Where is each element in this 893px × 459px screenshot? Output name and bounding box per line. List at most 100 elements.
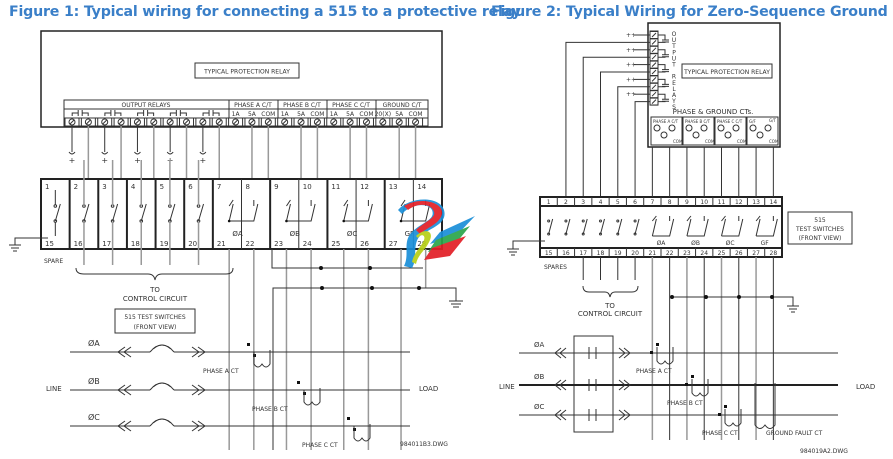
screw-icon — [362, 118, 370, 126]
phase-label: ØB — [88, 376, 100, 386]
terminal-screw — [326, 117, 342, 127]
switch-contact — [581, 219, 585, 223]
terminal-number: 10 — [700, 199, 708, 206]
fig2-line-label: LINE — [499, 383, 515, 391]
screw-icon — [264, 118, 272, 126]
screw-icon — [395, 118, 403, 126]
phase-label: ØC — [534, 403, 545, 411]
terminal-number: 26 — [735, 250, 743, 257]
shorting-switch-icon — [651, 215, 675, 237]
fig1-control-circuit-brace — [75, 267, 234, 281]
relay-contact-icon — [658, 93, 669, 103]
output-wire — [634, 101, 650, 197]
ground-icon — [9, 244, 21, 252]
fig2-ct-section-label: PHASE & GROUND CTs. — [673, 108, 754, 116]
ct-terminal-label: 5A — [395, 111, 404, 118]
ct-com-label: COM — [705, 139, 715, 144]
terminal-screw — [375, 117, 391, 127]
ct-group-label: G/T — [769, 118, 776, 123]
screw-icon — [685, 124, 693, 132]
vertical-letter: T — [671, 43, 676, 50]
fig2-test-switch-label: 515 — [814, 217, 826, 224]
terminal-number: 13 — [389, 183, 398, 191]
ct-terminal-label: COM — [409, 111, 423, 118]
screw-icon — [732, 124, 740, 132]
relay-contact-icon — [202, 110, 220, 116]
ct-terminal-label: 1A — [330, 111, 339, 118]
output-wire — [600, 71, 650, 197]
switch-contact — [616, 219, 620, 223]
ct-coil-icon — [656, 347, 674, 365]
ct-polarity-mark — [247, 343, 250, 346]
relay-contact-icon — [104, 110, 122, 116]
breaker-contact-icon — [588, 409, 597, 421]
fig1-drawing-number: 984011B3.DWG — [400, 441, 448, 448]
screw-icon — [150, 118, 158, 126]
terminal-screw — [277, 117, 293, 127]
terminal-number: 25 — [718, 250, 726, 257]
ct-polarity-mark — [650, 351, 653, 354]
ct-com-label: COM — [673, 139, 683, 144]
ct-polarity-mark — [347, 417, 350, 420]
figure-1-title: Figure 1: Typical wiring for connecting … — [9, 4, 521, 20]
ground-icon — [449, 300, 463, 308]
polarity-label: ++ — [626, 91, 636, 98]
terminal-number: 17 — [102, 240, 111, 248]
ct-terminal-block — [746, 116, 779, 146]
screw-icon — [412, 118, 420, 126]
phase-label: ØC — [88, 412, 100, 422]
screw-icon — [297, 118, 305, 126]
vertical-letter: T — [671, 62, 676, 69]
figure-2-diagram: TYPICAL PROTECTION RELAY ++++++++++ PHAS… — [499, 22, 875, 455]
disconnect-icon — [554, 347, 567, 359]
fig1-ct-group-label: PHASE B C/T — [283, 102, 321, 109]
terminal-number: 22 — [246, 240, 255, 248]
terminal-number: 19 — [160, 240, 169, 248]
fig2-relay-label-box — [681, 63, 773, 79]
ct-terminal-block — [714, 116, 747, 146]
switch-phase-label: GF — [761, 240, 770, 247]
fig1-load-label: LOAD — [419, 385, 438, 393]
relay-contact-icon — [71, 110, 89, 116]
switch-phase-label: ØB — [691, 240, 700, 247]
shorting-switch-icon — [755, 215, 778, 237]
polarity-label: ++ — [626, 47, 636, 54]
screw-icon — [68, 118, 76, 126]
terminal-number: 15 — [545, 250, 553, 257]
screw-icon — [232, 118, 240, 126]
disconnect-icon — [191, 346, 206, 358]
ct-polarity-mark — [724, 405, 727, 408]
phase-label: ØB — [534, 373, 545, 381]
phase-label: ØA — [534, 341, 545, 349]
vertical-letter: E — [672, 80, 676, 87]
screw-icon — [692, 131, 700, 139]
terminal-number: 11 — [718, 199, 726, 206]
terminal-number: 24 — [700, 250, 708, 257]
ground-icon — [787, 305, 799, 313]
fig2-control-circuit-brace — [582, 285, 639, 298]
ct-terminal-label: 5A — [248, 111, 257, 118]
screw-icon — [183, 118, 191, 126]
terminal-number: 23 — [683, 250, 691, 257]
terminal-number: 18 — [131, 240, 140, 248]
breaker-contact-icon — [588, 347, 597, 359]
fig2-ct-label: PHASE B CT — [667, 400, 703, 407]
terminal-number: 10 — [303, 183, 312, 191]
fig1-line-label: LINE — [46, 385, 62, 393]
terminal-number: 14 — [417, 183, 426, 191]
ct-terminal-label: COM — [261, 111, 275, 118]
vertical-letter: Y — [671, 98, 676, 105]
output-wire — [565, 41, 650, 197]
screw-icon — [248, 118, 256, 126]
screw-icon — [133, 118, 141, 126]
fig2-ct-label: PHASE A CT — [636, 368, 672, 375]
fig1-control-circuit-label: CONTROL CIRCUIT — [123, 295, 188, 303]
terminal-number: 20 — [631, 250, 639, 257]
ct-polarity-mark — [685, 383, 688, 386]
fig1-output-relays-label: OUTPUT RELAYS — [122, 102, 171, 109]
vertical-letter: P — [672, 49, 676, 56]
switch-blade-icon — [198, 203, 205, 222]
terminal-number: 2 — [74, 183, 78, 191]
